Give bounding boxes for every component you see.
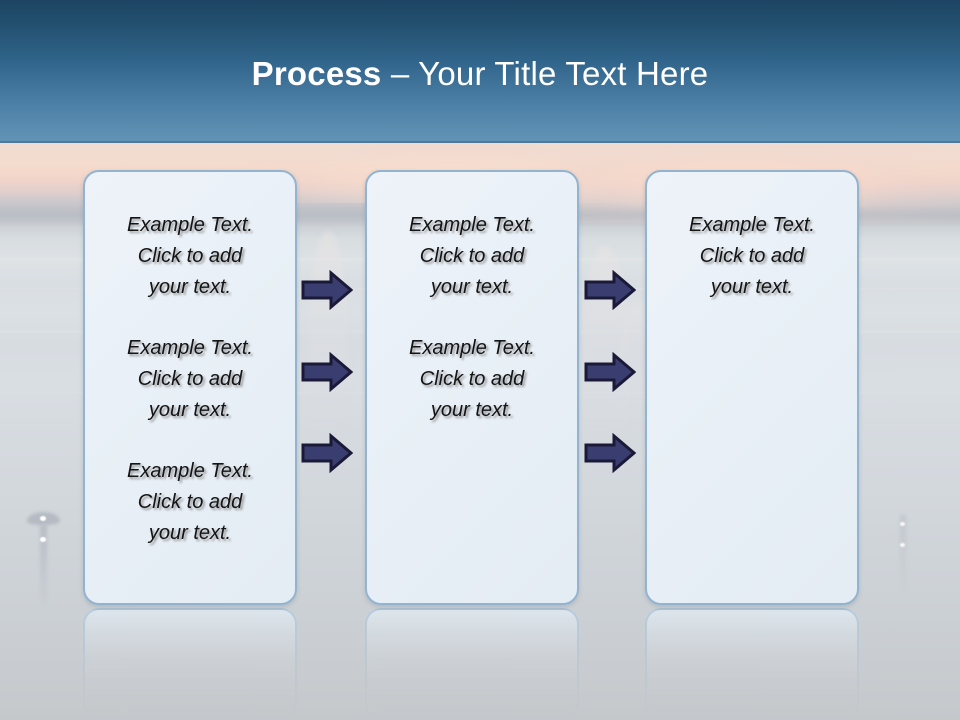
process-box-2[interactable]: Example Text. Click to add your text. Ex… xyxy=(365,170,579,605)
box-reflection xyxy=(365,608,579,720)
arrow-right-icon[interactable] xyxy=(584,352,636,392)
background-lamp-glint-right xyxy=(900,522,905,526)
box-reflection xyxy=(83,608,297,720)
process-box-1-content: Example Text. Click to add your text. Ex… xyxy=(95,210,285,549)
background-figure xyxy=(306,232,350,470)
text-placeholder[interactable]: Example Text. Click to add your text. xyxy=(409,214,535,298)
page-title-strong: Process xyxy=(251,55,382,92)
arrow-right-icon[interactable] xyxy=(584,433,636,473)
background-lamp-glint xyxy=(40,537,46,542)
process-box-2-content: Example Text. Click to add your text. Ex… xyxy=(377,210,567,426)
title-banner xyxy=(0,0,960,143)
text-placeholder[interactable]: Example Text. Click to add your text. xyxy=(127,337,253,421)
background-lamp-post-right xyxy=(900,515,906,590)
arrow-right-icon[interactable] xyxy=(584,270,636,310)
process-box-3-content: Example Text. Click to add your text. xyxy=(657,210,847,303)
box-reflection xyxy=(645,608,859,720)
arrow-right-icon[interactable] xyxy=(301,352,353,392)
text-placeholder[interactable]: Example Text. Click to add your text. xyxy=(127,214,253,298)
process-box-3[interactable]: Example Text. Click to add your text. xyxy=(645,170,859,605)
page-title: Process – Your Title Text Here xyxy=(0,52,960,96)
text-placeholder[interactable]: Example Text. Click to add your text. xyxy=(127,460,253,544)
arrow-right-icon[interactable] xyxy=(301,433,353,473)
background-lamp-glint xyxy=(40,516,46,521)
text-placeholder[interactable]: Example Text. Click to add your text. xyxy=(689,214,815,298)
arrow-right-icon[interactable] xyxy=(301,270,353,310)
process-box-1[interactable]: Example Text. Click to add your text. Ex… xyxy=(83,170,297,605)
page-title-rest: – Your Title Text Here xyxy=(381,55,709,92)
text-placeholder[interactable]: Example Text. Click to add your text. xyxy=(409,337,535,421)
background-lamp-post xyxy=(40,525,47,607)
background-lamp-glint-right xyxy=(900,543,905,547)
